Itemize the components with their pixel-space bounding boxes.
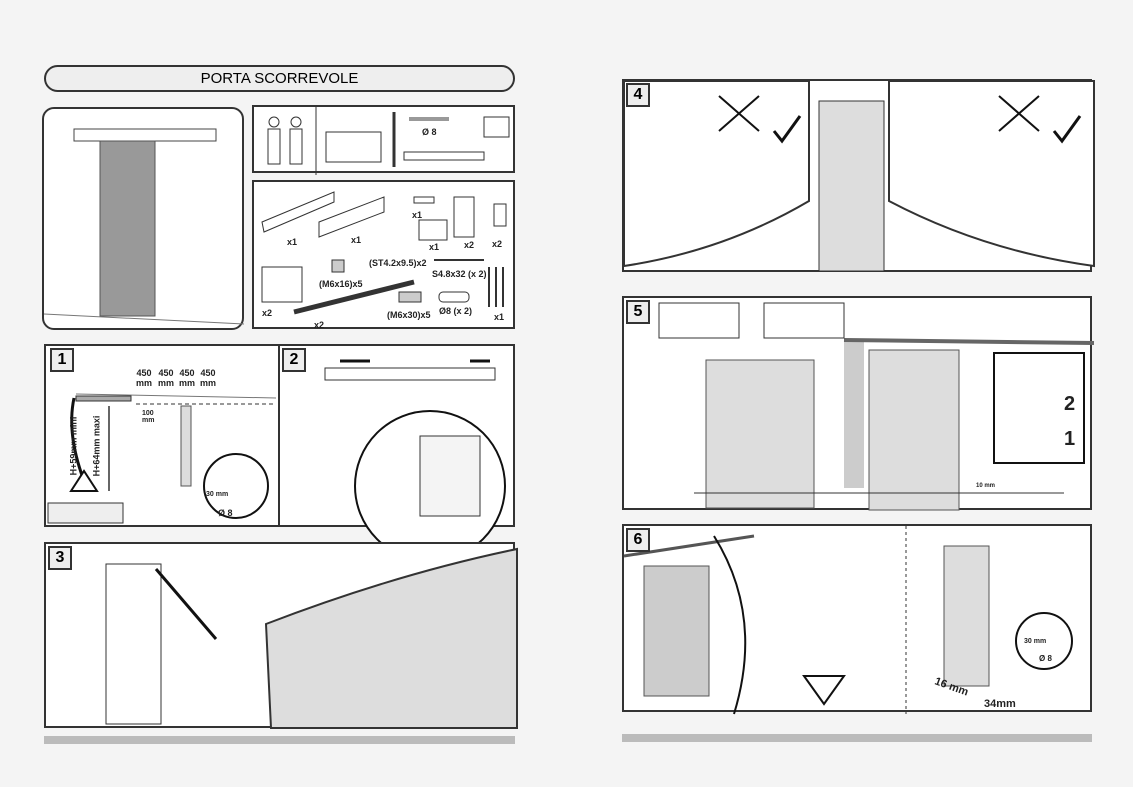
drill-bit-label: Ø 8 [422,127,437,137]
depth-label: 30 mm [1024,638,1047,645]
dimension-b: 34mm [984,698,1016,710]
part-qty: x2 [262,308,273,318]
callout-2: 2 [1064,393,1076,415]
step-number: 5 [626,300,650,324]
bolt-label: (M6x16)x5 [319,279,363,289]
sliding-door-illustration [43,128,245,325]
part-qty: x1 [351,235,362,245]
spacing-label: 450 mm [157,368,174,388]
step-number: 3 [48,546,72,570]
height-max-label: H+64mm maxi [91,415,102,477]
part-qty: x2 [314,320,325,330]
depth-label: 30 mm [206,491,229,498]
parts-illustration [261,191,507,315]
bolt-label: (M6x30)x5 [387,310,431,320]
spacing-label: 450 mm [135,368,152,388]
part-qty: x1 [412,210,423,220]
step-1-illustration [47,393,277,524]
spacing-label: 450 mm [178,368,195,388]
part-qty: x1 [287,237,298,247]
tools-panel: Ø 8 [252,105,515,175]
title-banner: PORTA SCORREVOLE [44,65,515,92]
parts-panel: x1 x1 x1 x1 x2 x2 (ST4.2x9.5)x2 (M6x16)x… [252,180,515,330]
door-overview-panel [42,107,245,330]
bit-label: Ø 8 [218,508,233,518]
tools-illustration [267,107,510,175]
step-4-illustration [623,80,1095,272]
step-number: 1 [50,348,74,372]
gap-label: 10 mm [976,483,996,489]
callout-1: 1 [1064,428,1076,450]
part-qty: x2 [492,239,503,249]
page-footer-bar [44,736,515,744]
offset-label: 100 mm [142,410,155,424]
step-1-panel: 1 450 mm 450 mm 450 mm 450 mm 100 mm H+5… [44,344,280,527]
step-3-illustration [105,547,518,729]
step-2-illustration [324,359,506,562]
screw-label: S4.8x32 (x 2) [432,269,487,279]
step-6-illustration [623,526,1073,715]
step-number: 2 [282,348,306,372]
bit-label: Ø 8 [1039,654,1052,663]
step-3-panel: 3 [44,542,518,729]
part-qty: x1 [494,312,505,322]
spacing-label: 450 mm [199,368,216,388]
screw-label: (ST4.2x9.5)x2 [369,258,427,268]
step-4-panel: 4 [622,79,1095,272]
step-number: 4 [626,83,650,107]
step-6-panel: 6 30 mm Ø 8 16 mm 34mm [622,524,1092,715]
height-min-label: H+59mm mini [68,416,79,476]
plug-label: Ø8 (x 2) [439,306,473,316]
part-qty: x2 [464,240,475,250]
part-qty: x1 [429,242,440,252]
step-5-illustration [658,302,1095,511]
step-2-panel: 2 [278,344,515,562]
step-number: 6 [626,528,650,552]
step-5-panel: 5 10 mm 2 1 [622,296,1095,511]
page-footer-bar [622,734,1092,742]
